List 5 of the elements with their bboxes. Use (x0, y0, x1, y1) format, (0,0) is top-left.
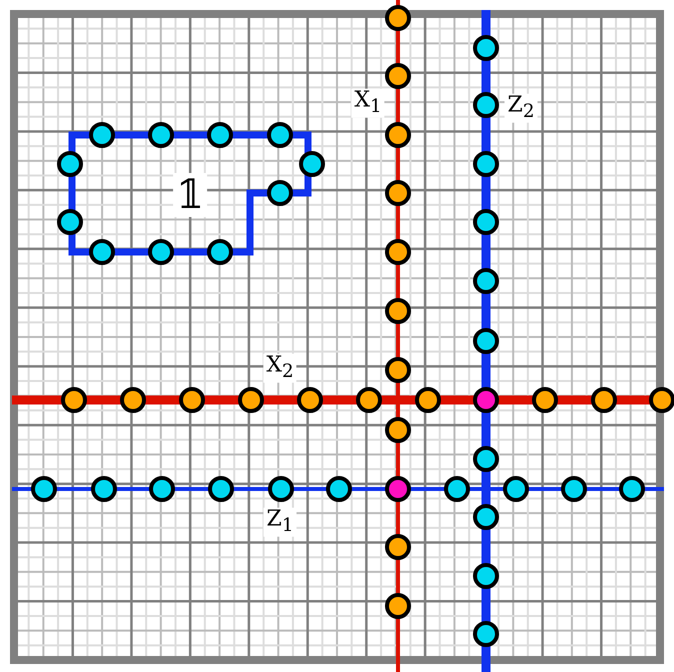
identity-label: 𝟙 (173, 173, 207, 217)
operator-label: Z$_{2}$ (504, 94, 538, 122)
operator-label: X$_{1}$ (351, 88, 385, 118)
operator-label: X$_{2}$ (263, 354, 297, 382)
operator-label: Z$_{1}$ (264, 508, 296, 536)
